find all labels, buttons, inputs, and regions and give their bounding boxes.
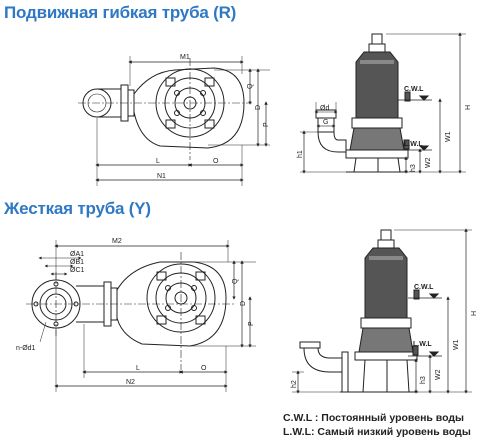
label-ob1: ØB1 — [70, 259, 84, 266]
label-o-bottom: O — [201, 365, 207, 372]
label-lwl: L.W.L — [404, 141, 423, 148]
label-q-bottom: Q — [232, 278, 239, 284]
label-l: L — [156, 158, 160, 165]
label-nod1: n-Ød1 — [16, 345, 36, 352]
label-h3-bottom: h3 — [420, 376, 427, 384]
label-h2-bottom: h2 — [291, 380, 298, 388]
label-g: G — [323, 119, 328, 126]
label-w2: W2 — [425, 157, 432, 168]
label-w2-bottom: W2 — [435, 369, 442, 380]
legend-lwl: L.W.L: Самый низкий уровень воды — [283, 426, 471, 438]
label-d-bottom: D — [240, 301, 247, 306]
top-side-view — [300, 32, 466, 174]
label-oa1: ØA1 — [70, 251, 84, 258]
label-w1: W1 — [445, 131, 452, 142]
label-h-bottom: H — [471, 311, 478, 316]
label-h: H — [465, 105, 472, 110]
bottom-side-view — [292, 228, 472, 394]
label-lwl-bottom: L.W.L — [413, 341, 432, 348]
label-h3: h3 — [410, 164, 417, 172]
label-cwl-bottom: C.W.L — [414, 284, 434, 291]
top-plan-view — [78, 56, 270, 186]
label-n1: N1 — [157, 173, 166, 180]
label-m1: M1 — [180, 54, 190, 61]
label-cwl: C.W.L — [404, 86, 424, 93]
label-p-bottom: P — [248, 321, 255, 326]
label-p: P — [263, 122, 270, 127]
label-m2: M2 — [112, 238, 122, 245]
label-w1-bottom: W1 — [453, 339, 460, 350]
heading-flexible-pipe: Подвижная гибкая труба (R) — [4, 3, 237, 22]
label-n2: N2 — [126, 379, 135, 386]
heading-rigid-pipe: Жесткая труба (Y) — [4, 199, 151, 218]
label-h1: h1 — [297, 150, 304, 158]
label-q: Q — [247, 83, 254, 89]
label-l-bottom: L — [136, 365, 140, 372]
bottom-plan-view — [26, 240, 256, 392]
label-o: O — [213, 158, 219, 165]
legend-cwl: C.W.L : Постоянный уровень воды — [283, 412, 465, 424]
label-od: Ød — [320, 105, 329, 112]
label-oc1: ØC1 — [70, 267, 85, 274]
label-d: D — [255, 105, 262, 110]
